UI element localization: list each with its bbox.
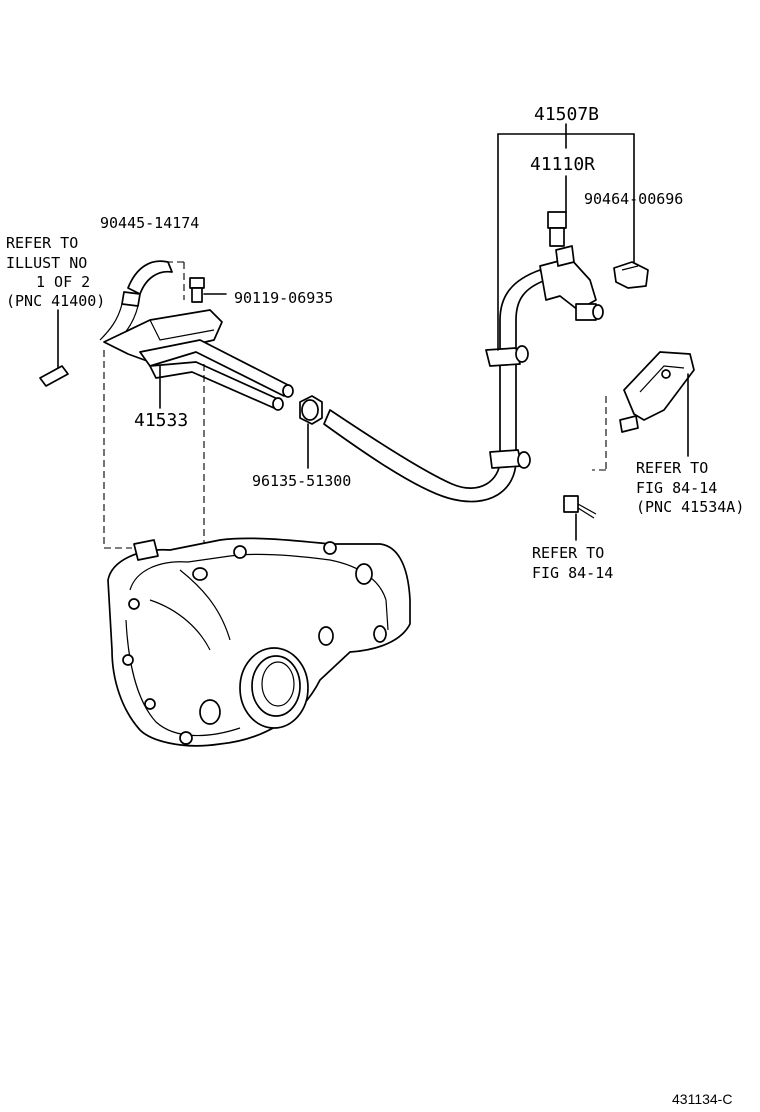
clip-90464 bbox=[613, 261, 649, 289]
leader-41507b-group bbox=[497, 123, 635, 351]
label-41507b: 41507B bbox=[534, 104, 599, 125]
label-96135-51300: 96135-51300 bbox=[252, 472, 351, 490]
refer-left-line3: 1 OF 2 bbox=[36, 273, 90, 291]
refer-right-line3: (PNC 41534A) bbox=[636, 498, 744, 516]
refer-bolt-line1: REFER TO bbox=[532, 544, 604, 562]
hose-90445 bbox=[99, 260, 173, 345]
label-90445-14174: 90445-14174 bbox=[100, 214, 199, 232]
pipe-assembly-41507b bbox=[323, 245, 604, 503]
grommet-96135 bbox=[299, 395, 323, 425]
refer-right-line1: REFER TO bbox=[636, 459, 708, 477]
label-41110r: 41110R bbox=[530, 154, 595, 175]
refer-left-line4: (PNC 41400) bbox=[6, 292, 105, 310]
diagram-id: 431134-C bbox=[672, 1091, 732, 1107]
pipe-bracket-41533 bbox=[103, 309, 294, 411]
refer-left-line2: ILLUST NO bbox=[6, 254, 87, 272]
union-41110r bbox=[547, 211, 567, 247]
refer-right-line2: FIG 84-14 bbox=[636, 479, 717, 497]
bolt-fig84 bbox=[563, 495, 597, 519]
transfer-case-housing bbox=[107, 537, 411, 747]
refer-bolt-line2: FIG 84-14 bbox=[532, 564, 613, 582]
label-41533: 41533 bbox=[134, 410, 188, 431]
bolt-90119 bbox=[189, 277, 227, 303]
label-90464-00696: 90464-00696 bbox=[584, 190, 683, 208]
bracket-41534a bbox=[619, 351, 695, 433]
refer-left-line1: REFER TO bbox=[6, 234, 78, 252]
left-pipe-stub bbox=[39, 309, 69, 387]
label-90119-06935: 90119-06935 bbox=[234, 289, 333, 307]
